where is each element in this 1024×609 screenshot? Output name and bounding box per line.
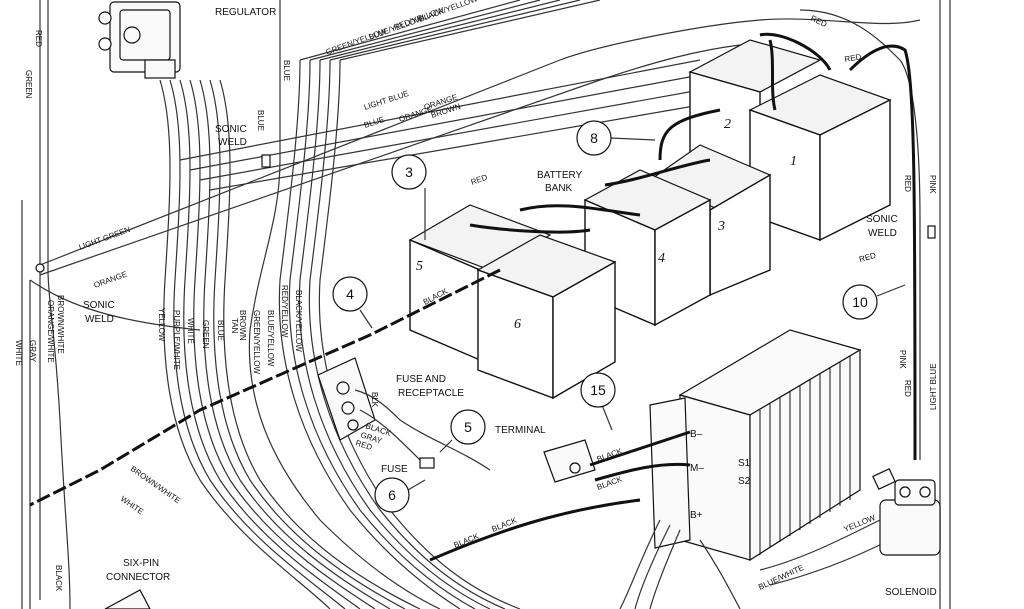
wire-label-brown-2: BROWN: [238, 310, 247, 341]
callout-8: 8: [576, 120, 656, 156]
svg-text:6: 6: [388, 487, 396, 503]
wire-label-red-yellow: RED/YELLOW: [280, 285, 289, 338]
wire-harness: [21, 0, 951, 609]
voltage-regulator: [98, 1, 181, 79]
regulator-label: REGULATOR: [215, 7, 276, 18]
battery-number-3: 3: [717, 219, 725, 234]
wire-label-blue-3: BLUE: [363, 115, 386, 130]
wire-label-red-7: RED: [858, 251, 877, 264]
battery-bank-label: BATTERY: [537, 170, 583, 181]
callout-6: 6: [374, 477, 426, 513]
wire-label-white: WHITE: [14, 340, 23, 366]
battery-number-5: 5: [416, 259, 423, 274]
sonic-weld-label-left: SONIC: [83, 300, 115, 311]
wire-label-blue-4: BLUE: [216, 320, 225, 341]
wire-label-blk: BLK: [370, 392, 379, 408]
sonic-weld-label-top: SONIC: [215, 124, 247, 135]
fuse-label: FUSE: [381, 464, 408, 475]
six-pin-label-2: CONNECTOR: [106, 572, 170, 583]
solenoid-label: SOLENOID: [885, 587, 937, 598]
wire-label-brown-white-2: BROWN/WHITE: [129, 464, 182, 505]
wire-label-black-yellow-top: BLACK/YELLOW: [418, 0, 480, 24]
battery-number-4: 4: [658, 251, 665, 266]
fuse-receptacle-label-2: RECEPTACLE: [398, 388, 464, 399]
terminal-s2: S2: [738, 476, 751, 487]
wire-label-red: RED: [34, 30, 43, 47]
battery-number-6: 6: [514, 317, 521, 332]
battery-6: [476, 234, 617, 400]
wire-label-green-2: GREEN: [201, 320, 210, 349]
fuse-receptacle: [317, 357, 491, 471]
wire-label-blue: BLUE: [282, 60, 291, 81]
wire-label-red-5: RED: [903, 175, 912, 192]
battery-bank-label-2: BANK: [545, 183, 573, 194]
wire-label-light-blue: LIGHT BLUE: [363, 89, 410, 112]
wire-label-red-2: RED: [470, 173, 489, 187]
wire-label-pink-2: PINK: [898, 350, 907, 369]
svg-text:10: 10: [852, 294, 868, 310]
sonic-weld-label-right: SONIC: [866, 214, 898, 225]
sonic-weld-label-top-2: WELD: [218, 137, 247, 148]
wire-label-black-6: BLACK: [452, 531, 480, 549]
callout-3: 3: [391, 154, 427, 240]
battery-1: [748, 74, 892, 242]
wire-label-gray: GRAY: [28, 340, 37, 363]
six-pin-connector: [104, 589, 151, 609]
callout-10: 10: [842, 284, 906, 320]
wire-label-green-yellow: GREEN/YELLOW: [252, 310, 261, 374]
wire-label-orange-2: ORANGE: [398, 105, 434, 124]
callout-4: 4: [332, 276, 373, 329]
wire-label-red-4: RED: [844, 52, 862, 64]
wire-label-orange-white: ORANGE/WHITE: [46, 300, 55, 363]
terminal-label: TERMINAL: [495, 425, 546, 436]
wire-label-tan: TAN: [230, 318, 239, 334]
wire-label-yellow: YELLOW: [157, 308, 166, 342]
battery-number-2: 2: [724, 117, 731, 132]
sonic-weld-label-right-2: WELD: [868, 228, 897, 239]
wire-label-black-4: BLACK: [596, 446, 624, 464]
wire-label-light-blue-2: LIGHT BLUE: [929, 363, 938, 410]
svg-text:8: 8: [590, 130, 598, 146]
terminal-b-minus: B–: [690, 429, 703, 440]
wire-label-black: BLACK: [54, 565, 63, 592]
svg-text:3: 3: [405, 164, 413, 180]
terminal-s1: S1: [738, 458, 751, 469]
wire-label-red-6: RED: [903, 380, 912, 397]
solenoid: [872, 468, 941, 556]
callout-15: 15: [580, 372, 616, 431]
sonic-weld-label-left-2: WELD: [85, 314, 114, 325]
terminal-block: [543, 439, 596, 483]
wire-label-blue-2: BLUE: [256, 110, 265, 131]
wire-label-blue-yellow: BLUE/YELLOW: [266, 310, 275, 367]
six-pin-label: SIX-PIN: [123, 558, 159, 569]
battery-number-1: 1: [790, 154, 797, 169]
wire-label-brown-white: BROWN/WHITE: [56, 295, 65, 354]
wire-label-white-3: WHITE: [119, 494, 145, 516]
wire-label-light-green: LIGHT GREEN: [78, 225, 132, 252]
wire-label-white-2: WHITE: [186, 318, 195, 344]
battery-bank: [408, 32, 917, 461]
terminal-m-minus: M–: [690, 463, 704, 474]
svg-text:4: 4: [346, 286, 354, 302]
callout-5: 5: [439, 409, 486, 453]
terminal-b-plus: B+: [690, 510, 703, 521]
wire-label-pink: PINK: [928, 175, 937, 194]
svg-text:15: 15: [590, 382, 606, 398]
wire-label-black-yellow: BLACK/YELLOW: [294, 290, 303, 352]
wire-label-purple-white: PURPLE/WHITE: [172, 310, 181, 370]
wire-label-red-3: RED: [809, 14, 828, 29]
wire-label-orange-3: ORANGE: [93, 270, 129, 290]
svg-text:5: 5: [464, 419, 472, 435]
motor-controller: [649, 329, 862, 562]
fuse-receptacle-label: FUSE AND: [396, 374, 446, 385]
wire-label-green: GREEN: [24, 70, 33, 99]
